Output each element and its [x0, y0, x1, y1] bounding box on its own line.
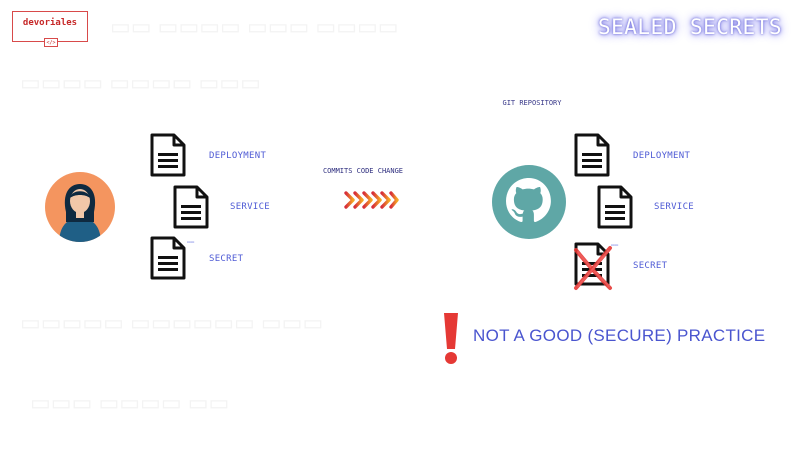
document-icon — [150, 236, 186, 280]
file-label-service: SERVICE — [230, 202, 271, 212]
github-icon — [492, 165, 566, 239]
document-icon — [597, 185, 633, 229]
repo-file-label-service: SERVICE — [654, 202, 695, 212]
repo-file-label-deployment: DEPLOYMENT — [633, 151, 691, 161]
commit-label: COMMITS CODE CHANGE — [322, 167, 404, 175]
repo-file-label-secret: SECRET — [633, 261, 668, 271]
document-icon — [574, 133, 610, 177]
background-ghost-text: ▭▭▭▭ ▭▭▭▭ ▭▭▭ — [20, 70, 261, 95]
background-ghost-text: ▭▭ ▭▭▭▭ ▭▭▭ ▭▭▭▭ — [110, 14, 399, 39]
background-ghost-text: ▭▭▭▭▭ ▭▭▭▭▭▭ ▭▭▭ — [20, 310, 324, 335]
warning-message: NOT A GOOD (SECURE) PRACTICE — [473, 326, 766, 345]
cross-out-icon — [574, 246, 612, 290]
person-avatar-icon — [45, 172, 115, 242]
logo-code-badge: </> — [44, 38, 58, 47]
tiny-mark: ▬▬▬▬ — [187, 240, 195, 244]
logo-text: devoriales — [22, 18, 78, 28]
exclamation-icon — [444, 313, 458, 364]
brand-logo: devoriales </> — [12, 11, 88, 47]
repository-label: GIT REPOSITORY — [502, 99, 562, 107]
chevrons-right-icon — [344, 191, 399, 209]
file-label-secret: SECRET — [209, 254, 244, 264]
document-icon — [173, 185, 209, 229]
document-icon — [150, 133, 186, 177]
file-label-deployment: DEPLOYMENT — [209, 151, 267, 161]
background-ghost-text: ▭▭▭ ▭▭▭▭ ▭▭ — [30, 390, 230, 415]
tiny-mark: ▬▬▬▬ — [611, 243, 619, 247]
page-title: SEALED SECRETS — [597, 15, 782, 39]
